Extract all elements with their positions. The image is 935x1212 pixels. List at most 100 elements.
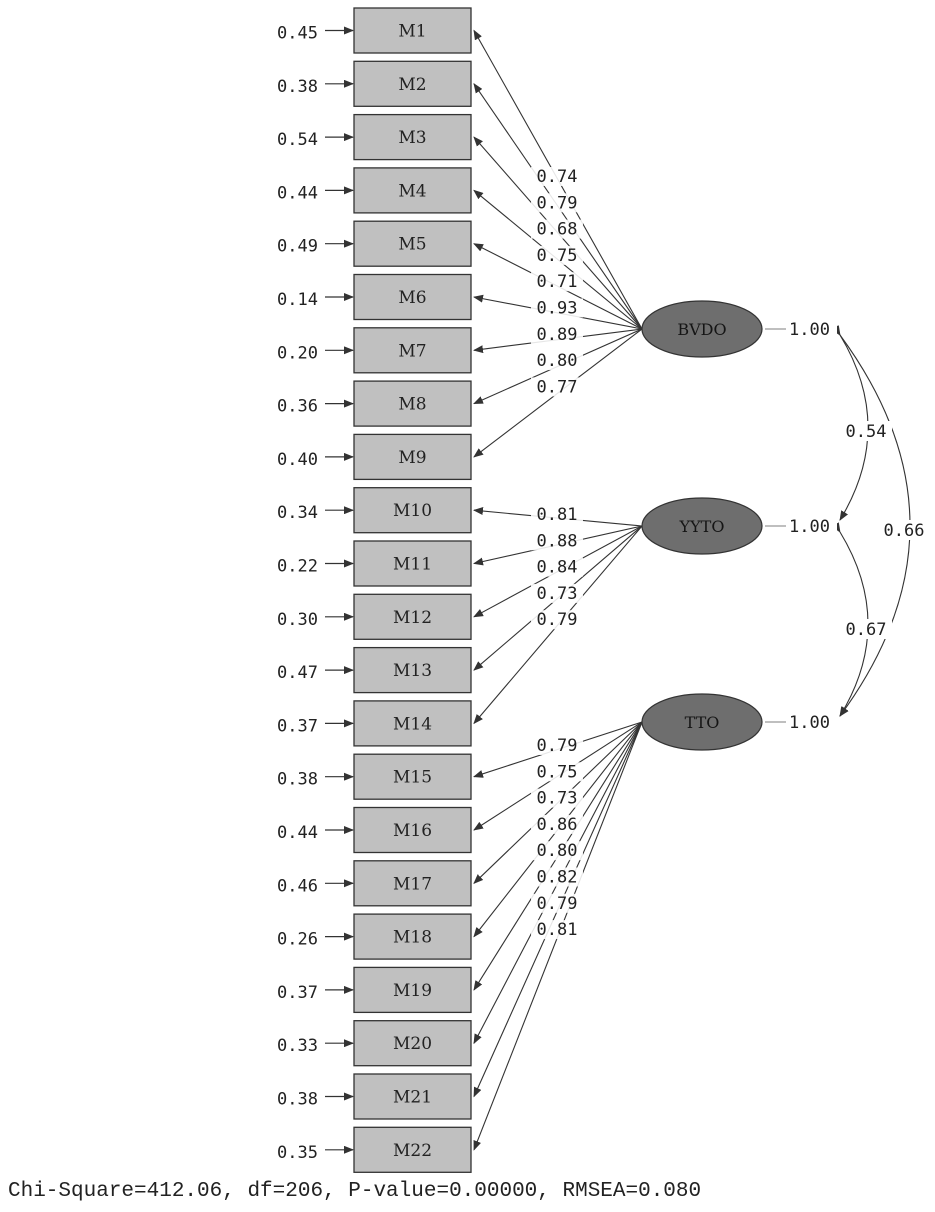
loading-label-m15: 0.79 bbox=[531, 736, 583, 756]
loading-value: 0.84 bbox=[537, 558, 578, 578]
loading-label-m8: 0.80 bbox=[531, 351, 583, 371]
indicator-label: M6 bbox=[398, 288, 426, 308]
error-variance-label: 0.37 bbox=[277, 716, 318, 736]
indicator-box bbox=[353, 487, 472, 534]
loading-value: 0.81 bbox=[537, 920, 578, 940]
loading-label-m6: 0.93 bbox=[531, 298, 583, 319]
loading-label-m2: 0.79 bbox=[531, 193, 583, 213]
indicator-label: M14 bbox=[393, 714, 432, 734]
error-variance-label: 0.34 bbox=[277, 503, 318, 523]
correlation-value: 0.54 bbox=[846, 422, 887, 442]
indicator-m6: M6 0.14 bbox=[277, 273, 472, 321]
loading-value: 0.81 bbox=[537, 505, 578, 525]
indicator-m14: M14 0.37 bbox=[277, 700, 472, 747]
loading-label-m7: 0.89 bbox=[531, 324, 583, 345]
indicator-label: M19 bbox=[393, 981, 432, 1001]
loading-label-m1: 0.74 bbox=[531, 167, 583, 187]
error-variance-label: 0.54 bbox=[277, 130, 318, 150]
indicator-label: M17 bbox=[393, 874, 432, 894]
factor-ellipse bbox=[641, 300, 763, 358]
indicator-box bbox=[353, 540, 472, 587]
error-variance-label: 0.38 bbox=[277, 1090, 318, 1110]
indicator-m2: M20.38 bbox=[277, 60, 472, 107]
covariance-label: 0.66 bbox=[878, 520, 930, 541]
loading-label-m22: 0.81 bbox=[531, 920, 583, 940]
indicator-m9: M90.40 bbox=[277, 433, 472, 481]
error-variance-label: 0.30 bbox=[277, 610, 318, 630]
error-variance-label: 0.44 bbox=[277, 183, 318, 203]
loading-value: 0.79 bbox=[537, 736, 578, 756]
indicator-box bbox=[353, 113, 472, 161]
indicator-box bbox=[353, 646, 472, 694]
indicator-label: M12 bbox=[393, 608, 432, 628]
error-variance-label: 0.14 bbox=[277, 290, 318, 310]
indicator-label: M10 bbox=[393, 501, 432, 521]
error-variance-label: 0.37 bbox=[277, 983, 318, 1003]
loading-label-m18: 0.86 bbox=[531, 814, 583, 835]
loading-label-m4: 0.75 bbox=[531, 245, 583, 266]
indicator-label: M11 bbox=[393, 555, 432, 575]
indicator-box bbox=[353, 220, 472, 267]
indicator-label: M5 bbox=[398, 235, 426, 255]
indicator-label: M16 bbox=[393, 821, 432, 841]
loading-value: 0.71 bbox=[537, 272, 578, 292]
factor-ellipse bbox=[641, 497, 763, 555]
indicator-box bbox=[353, 1126, 472, 1173]
factor-label: TTO bbox=[685, 713, 720, 732]
indicator-box bbox=[353, 806, 472, 854]
error-variance-label: 0.47 bbox=[277, 663, 318, 683]
indicator-box bbox=[353, 7, 472, 54]
indicator-box bbox=[353, 860, 472, 907]
factor-variance-label: 1.00 bbox=[789, 517, 830, 537]
correlation-value: 0.67 bbox=[846, 620, 887, 640]
indicator-box bbox=[353, 380, 472, 427]
factor-label: YYTO bbox=[679, 517, 725, 536]
indicator-m15: M15 0.38 bbox=[277, 753, 472, 800]
factor-label: BVDO bbox=[677, 320, 726, 339]
loading-value: 0.86 bbox=[537, 815, 578, 835]
loading-value: 0.89 bbox=[537, 325, 578, 345]
indicator-label: M3 bbox=[398, 128, 426, 148]
indicator-box bbox=[353, 327, 472, 374]
latent-factor-tto: TTO 1.00 bbox=[641, 693, 837, 751]
error-variance-label: 0.33 bbox=[277, 1036, 318, 1056]
error-variance-label: 0.46 bbox=[277, 876, 318, 896]
error-variance-label: 0.26 bbox=[277, 930, 318, 950]
error-variance-label: 0.22 bbox=[277, 557, 318, 577]
latent-factor-yyto: YYTO 1.00 bbox=[641, 497, 837, 555]
indicator-label: M4 bbox=[398, 181, 426, 201]
indicator-label: M22 bbox=[393, 1141, 432, 1161]
indicator-label: M15 bbox=[393, 768, 432, 788]
indicator-box bbox=[353, 593, 472, 640]
error-variance-label: 0.20 bbox=[277, 343, 318, 363]
indicator-m5: M5 0.49 bbox=[277, 220, 472, 267]
loading-label-m3: 0.68 bbox=[531, 219, 583, 240]
loading-value: 0.75 bbox=[537, 246, 578, 266]
loading-value: 0.82 bbox=[537, 868, 578, 888]
indicator-m10: M10 0.34 bbox=[277, 487, 472, 534]
loading-value: 0.79 bbox=[537, 610, 578, 630]
indicator-label: M20 bbox=[393, 1034, 432, 1054]
indicator-box bbox=[353, 700, 472, 747]
error-variance-label: 0.36 bbox=[277, 397, 318, 417]
loading-value: 0.68 bbox=[537, 220, 578, 240]
indicator-label: M7 bbox=[398, 341, 426, 361]
error-variance-label: 0.45 bbox=[277, 24, 318, 44]
loading-label-m9: 0.77 bbox=[531, 377, 583, 397]
indicator-m19: M19 0.37 bbox=[277, 966, 472, 1014]
loading-value: 0.88 bbox=[537, 531, 578, 551]
indicator-m4: M4 0.44 bbox=[277, 167, 472, 214]
loading-label-m14: 0.79 bbox=[531, 610, 583, 630]
indicator-box bbox=[353, 913, 472, 960]
factor-variance-label: 1.00 bbox=[789, 713, 830, 733]
loading-label-m11: 0.88 bbox=[531, 531, 583, 551]
error-variance-label: 0.38 bbox=[277, 770, 318, 790]
error-variance-label: 0.49 bbox=[277, 237, 318, 257]
indicator-box bbox=[353, 753, 472, 800]
